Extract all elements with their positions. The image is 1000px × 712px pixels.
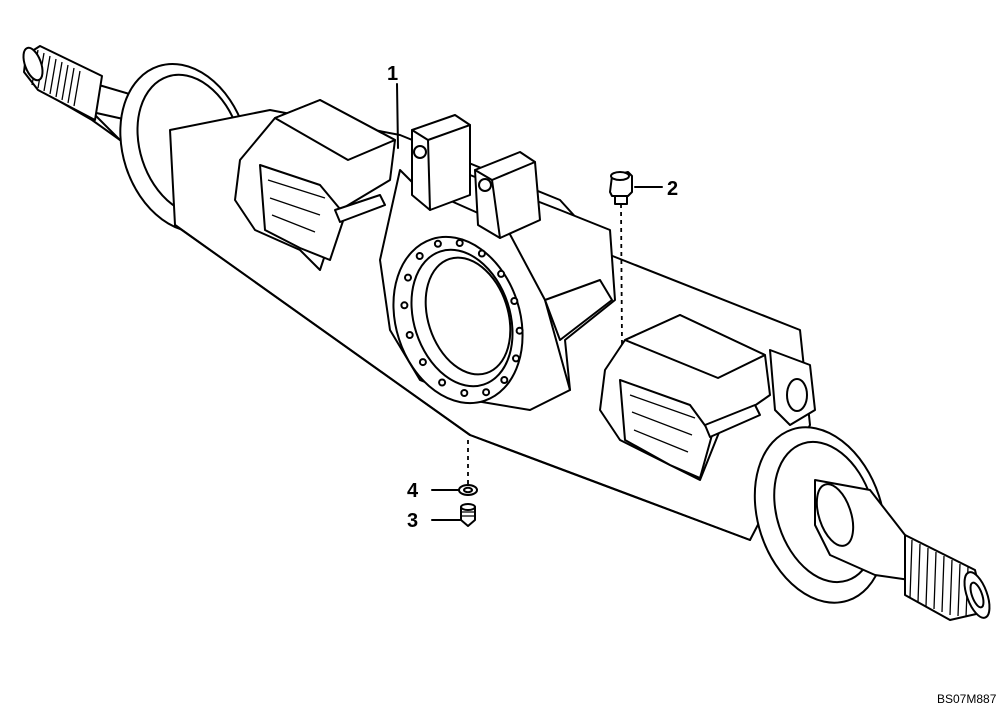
bolt-hole	[515, 326, 524, 335]
drawing-code: BS07M887	[937, 692, 997, 706]
bolt-hole	[460, 389, 469, 397]
callout-3: 3	[407, 510, 418, 532]
left-spline	[22, 45, 103, 121]
part-2-plug	[609, 171, 663, 346]
bolt-hole	[433, 239, 442, 248]
carrier-flange	[392, 235, 524, 405]
bolt-hole	[418, 358, 427, 367]
callout-2: 2	[667, 178, 678, 200]
bolt-hole	[482, 388, 491, 397]
bolt-hole	[404, 273, 412, 282]
part-4-washer	[431, 440, 478, 496]
bolt-hole	[405, 331, 414, 339]
leader-line-1	[396, 83, 399, 149]
upper-lug-left	[411, 114, 471, 211]
right-axle-shaft	[814, 479, 991, 621]
bolt-hole	[400, 301, 409, 310]
right-eye-lug	[769, 349, 816, 426]
flange-bolt-holes	[400, 239, 524, 397]
left-mount-pad	[234, 99, 396, 271]
bolt-hole	[415, 252, 424, 260]
bolt-hole	[512, 354, 520, 363]
bolt-hole	[497, 269, 506, 278]
callout-1: 1	[387, 63, 398, 85]
bolt-hole	[510, 297, 519, 305]
callout-4: 4	[407, 480, 419, 502]
part-3-bolt	[431, 503, 476, 527]
upper-lug-right	[474, 151, 541, 239]
bolt-hole	[455, 239, 464, 247]
right-mount-pad	[599, 314, 816, 481]
bolt-hole	[438, 378, 447, 387]
bolt-hole	[477, 249, 486, 258]
right-spline	[904, 534, 991, 621]
bolt-hole	[500, 376, 509, 384]
